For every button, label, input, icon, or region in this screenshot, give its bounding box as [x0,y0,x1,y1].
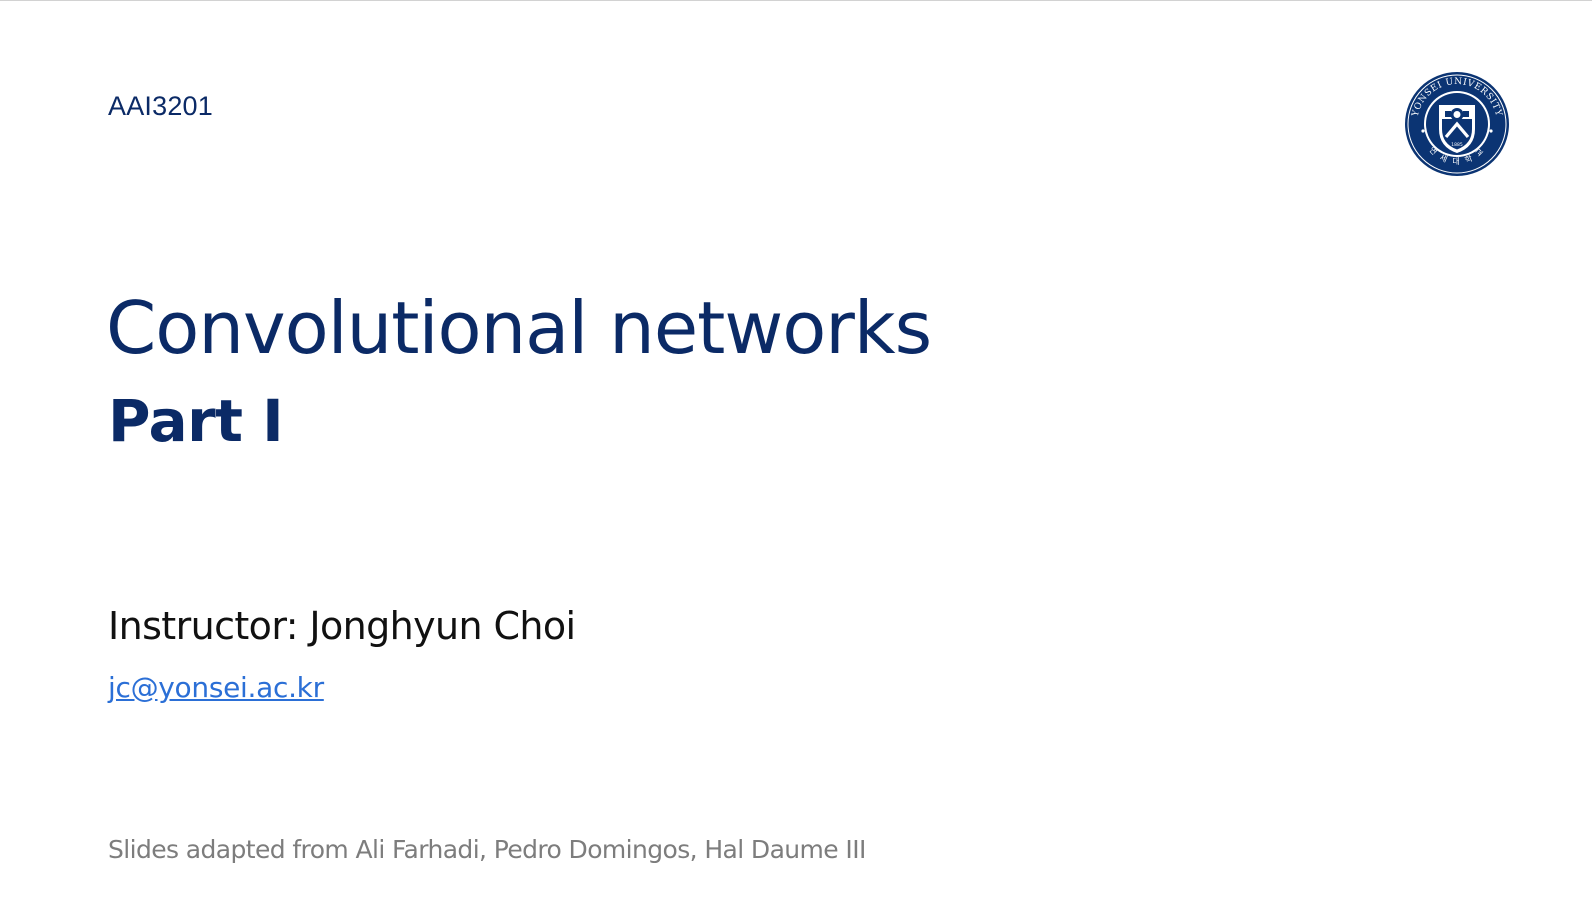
instructor-name: Instructor: Jonghyun Choi [108,604,576,648]
yonsei-university-logo-icon: YONSEI UNIVERSITY 연 세 대 학 교 1885 [1405,72,1509,176]
svg-text:1885: 1885 [1451,142,1463,148]
slide-credits: Slides adapted from Ali Farhadi, Pedro D… [108,835,866,864]
slide-title: Convolutional networks [106,286,932,370]
instructor-email-link[interactable]: jc@yonsei.ac.kr [108,671,324,704]
slide-subtitle: Part I [108,387,284,455]
course-code: AAI3201 [108,91,213,121]
